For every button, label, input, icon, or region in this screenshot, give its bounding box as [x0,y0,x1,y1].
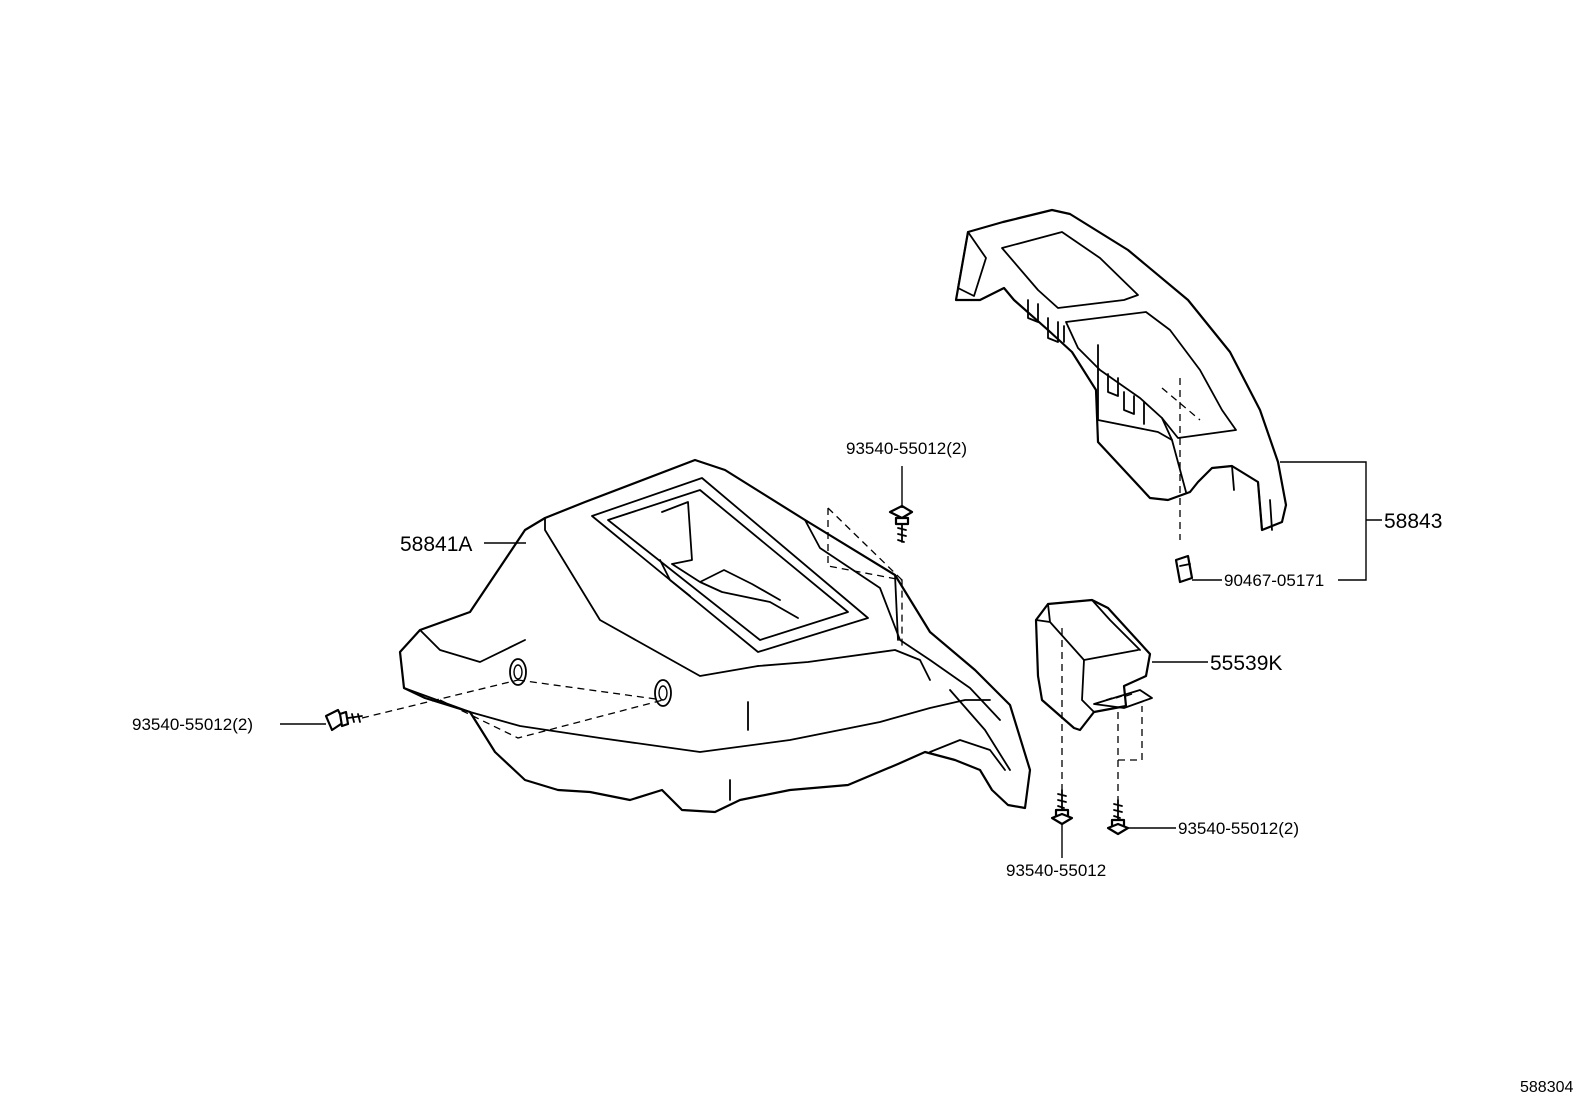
label-screw-top: 93540-55012(2) [846,439,967,458]
label-pocket: 55539K [1210,652,1282,675]
label-screw-bottom-right: 93540-55012(2) [1178,819,1299,838]
screw-bottom-right-part [1106,799,1130,836]
screw-top-part [888,504,914,543]
console-box-part [398,458,1032,814]
screw-bottom-part [1050,789,1074,826]
leader-upper-panel [1280,461,1382,581]
label-upper-panel: 58843 [1384,510,1442,533]
label-screw-left: 93540-55012(2) [132,715,253,734]
diagram-id: 588304 [1520,1079,1573,1096]
upper-panel-part [954,208,1288,540]
label-clip: 90467-05171 [1224,571,1324,590]
label-console-box: 58841A [400,533,472,556]
label-screw-bottom: 93540-55012 [1006,861,1106,880]
screw-left-part [324,708,363,732]
clip-part [1174,554,1194,584]
pocket-part [1034,598,1153,732]
